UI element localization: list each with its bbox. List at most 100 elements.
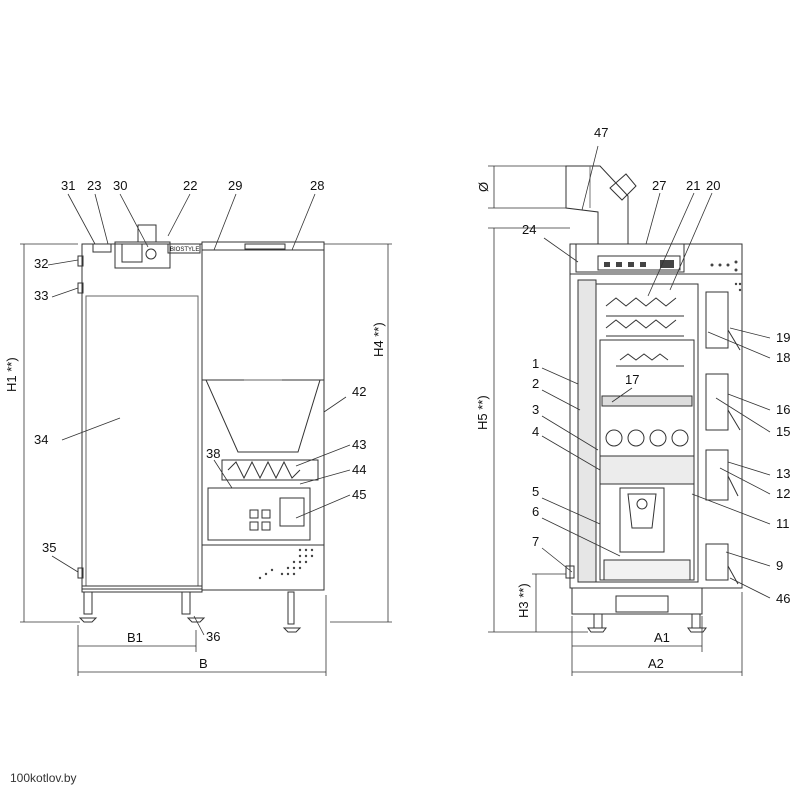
front-callout-34: 34 bbox=[34, 432, 48, 447]
flue-pipe bbox=[565, 165, 629, 245]
a2-label: A2 bbox=[648, 656, 664, 671]
socket-2 bbox=[261, 509, 271, 519]
front-callout-30: 30 bbox=[113, 178, 127, 193]
foot-pad-middle bbox=[186, 617, 206, 623]
section-dim-labels: Ø H5 **) H3 **) A1 A2 bbox=[475, 182, 670, 671]
foot-right bbox=[287, 591, 295, 625]
burner-head bbox=[627, 493, 657, 529]
flue-tube-4 bbox=[671, 429, 689, 447]
section-callout-11: 11 bbox=[776, 516, 790, 531]
coil-upper bbox=[605, 297, 684, 317]
front-callout-35: 35 bbox=[42, 540, 56, 555]
brand-plate bbox=[167, 243, 201, 254]
auger-housing bbox=[221, 459, 319, 481]
socket-4 bbox=[261, 521, 271, 531]
h5-label: H5 **) bbox=[475, 395, 490, 430]
section-callout-7: 7 bbox=[532, 534, 539, 549]
door-handle-middle bbox=[727, 409, 741, 431]
coil-middle bbox=[605, 319, 684, 337]
door-middle bbox=[705, 373, 729, 431]
watermark: 100kotlov.by bbox=[10, 771, 77, 785]
burner-nozzle bbox=[636, 498, 648, 510]
section-callout-46: 46 bbox=[776, 591, 790, 606]
section-callout-1: 1 bbox=[532, 356, 539, 371]
door-handle-lower bbox=[727, 475, 739, 497]
section-callout-18: 18 bbox=[776, 350, 790, 365]
flue-tube-1 bbox=[605, 429, 623, 447]
section-foot-left bbox=[593, 613, 603, 629]
front-callout-38: 38 bbox=[206, 446, 220, 461]
burner-unit bbox=[619, 487, 665, 553]
socket-3 bbox=[249, 521, 259, 531]
door-bottom bbox=[705, 543, 729, 581]
front-callout-44: 44 bbox=[352, 462, 366, 477]
section-callout-2: 2 bbox=[532, 376, 539, 391]
section-callout-9: 9 bbox=[776, 558, 783, 573]
display-panel bbox=[92, 243, 112, 253]
socket-1 bbox=[249, 509, 259, 519]
front-callout-23: 23 bbox=[87, 178, 101, 193]
base-window bbox=[615, 595, 669, 613]
ash-tray bbox=[603, 559, 691, 581]
controller-knob bbox=[145, 248, 157, 260]
foot-pad-left bbox=[78, 617, 98, 623]
section-callout-21: 21 bbox=[686, 178, 700, 193]
front-callout-28: 28 bbox=[310, 178, 324, 193]
boiler-door bbox=[85, 295, 199, 587]
section-pad-left bbox=[587, 627, 607, 633]
front-view: BIOSTYLE bbox=[77, 224, 325, 633]
section-callout-17: 17 bbox=[625, 372, 639, 387]
section-callout-3: 3 bbox=[532, 402, 539, 417]
front-callout-45: 45 bbox=[352, 487, 366, 502]
gear-motor bbox=[279, 497, 305, 527]
front-callout-29: 29 bbox=[228, 178, 242, 193]
front-callout-32: 32 bbox=[34, 256, 48, 271]
flue-tube-3 bbox=[649, 429, 667, 447]
foot-left bbox=[83, 591, 93, 615]
section-callout-13: 13 bbox=[776, 466, 790, 481]
panel-module bbox=[597, 255, 681, 271]
section-callout-16: 16 bbox=[776, 402, 790, 417]
hopper-lid bbox=[201, 241, 325, 251]
section-pad-right bbox=[687, 627, 707, 633]
flue-tube-2 bbox=[627, 429, 645, 447]
section-callout-19: 19 bbox=[776, 330, 790, 345]
front-callout-33: 33 bbox=[34, 288, 48, 303]
section-callout-47: 47 bbox=[594, 125, 608, 140]
front-dimensions bbox=[20, 243, 392, 676]
fuel-hopper bbox=[201, 241, 325, 591]
auger-screw bbox=[227, 460, 301, 480]
panel-indicators bbox=[604, 260, 742, 292]
turbulator-17 bbox=[601, 395, 693, 407]
b1-label: B1 bbox=[127, 630, 143, 645]
foot-middle bbox=[181, 591, 191, 615]
brand-label: BIOSTYLE bbox=[170, 247, 199, 253]
front-callout-36: 36 bbox=[206, 629, 220, 644]
section-base bbox=[571, 587, 703, 615]
section-view bbox=[565, 165, 743, 633]
side-connector-35 bbox=[77, 567, 84, 579]
top-fitting bbox=[137, 224, 157, 243]
foot-pad-right bbox=[282, 627, 302, 633]
section-callout-24: 24 bbox=[522, 222, 536, 237]
coil-lower bbox=[616, 353, 684, 367]
motor-box bbox=[207, 487, 311, 541]
door-lower bbox=[705, 449, 729, 501]
section-callout-15: 15 bbox=[776, 424, 790, 439]
section-dimensions bbox=[488, 165, 743, 676]
a1-label: A1 bbox=[654, 630, 670, 645]
controller-screen bbox=[121, 243, 143, 263]
section-leaders bbox=[541, 145, 771, 599]
section-callout-4: 4 bbox=[532, 424, 539, 439]
combustion-chamber bbox=[599, 455, 695, 485]
heat-exchanger-wall bbox=[595, 283, 699, 583]
b-label: B bbox=[199, 656, 208, 671]
section-foot-right bbox=[691, 613, 701, 629]
h4-label: H4 **) bbox=[371, 322, 386, 357]
front-callout-43: 43 bbox=[352, 437, 366, 452]
section-callout-6: 6 bbox=[532, 504, 539, 519]
